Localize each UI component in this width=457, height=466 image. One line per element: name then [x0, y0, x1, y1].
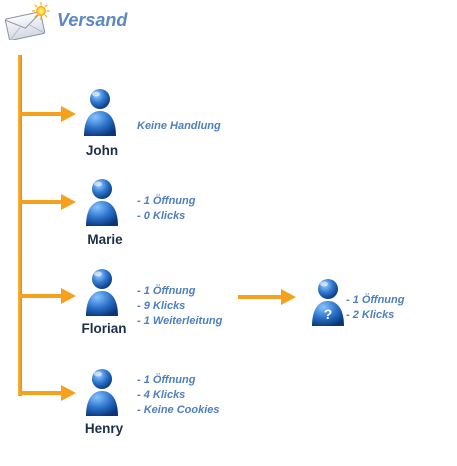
arrow-to-marie — [20, 194, 76, 210]
note-line: Keine Handlung — [137, 120, 221, 132]
note-line: - 1 Öffnung — [346, 294, 405, 306]
recipient-notes-henry: - 1 Öffnung - 4 Klicks - Keine Cookies — [137, 373, 220, 418]
note-line: - 4 Klicks — [137, 389, 186, 401]
recipient-notes-florian: - 1 Öffnung - 9 Klicks - 1 Weiterleitung — [137, 284, 222, 329]
arrow-to-john — [20, 106, 76, 122]
user-icon — [84, 89, 116, 136]
note-line: - 9 Klicks — [137, 300, 186, 312]
recipient-name-florian: Florian — [81, 321, 127, 336]
recipient-name-john: John — [85, 143, 119, 158]
note-line: - 1 Öffnung — [137, 374, 196, 386]
page-title: Versand — [57, 10, 128, 30]
unknown-marker: ? — [324, 306, 333, 322]
unknown-user-icon: ? — [312, 279, 344, 326]
note-line: - 1 Öffnung — [137, 195, 196, 207]
note-line: - 2 Klicks — [346, 309, 395, 321]
user-icon — [86, 269, 118, 316]
user-icon — [86, 369, 118, 416]
note-line: - 0 Klicks — [137, 210, 186, 222]
arrow-to-florian — [20, 288, 76, 304]
note-line: - 1 Weiterleitung — [137, 315, 223, 327]
arrow-to-henry — [20, 385, 76, 401]
user-icon — [86, 179, 118, 226]
recipient-name-henry: Henry — [84, 421, 124, 436]
vertical-trunk — [18, 55, 22, 396]
note-line: - 1 Öffnung — [137, 285, 196, 297]
recipient-name-marie: Marie — [87, 232, 123, 247]
arrow-forward — [238, 289, 296, 305]
forwarded-notes: - 1 Öffnung - 2 Klicks — [346, 293, 404, 323]
recipient-notes-john: Keine Handlung — [137, 119, 221, 134]
note-line: - Keine Cookies — [137, 404, 220, 416]
recipient-notes-marie: - 1 Öffnung - 0 Klicks — [137, 194, 195, 224]
mail-send-icon — [4, 2, 50, 40]
